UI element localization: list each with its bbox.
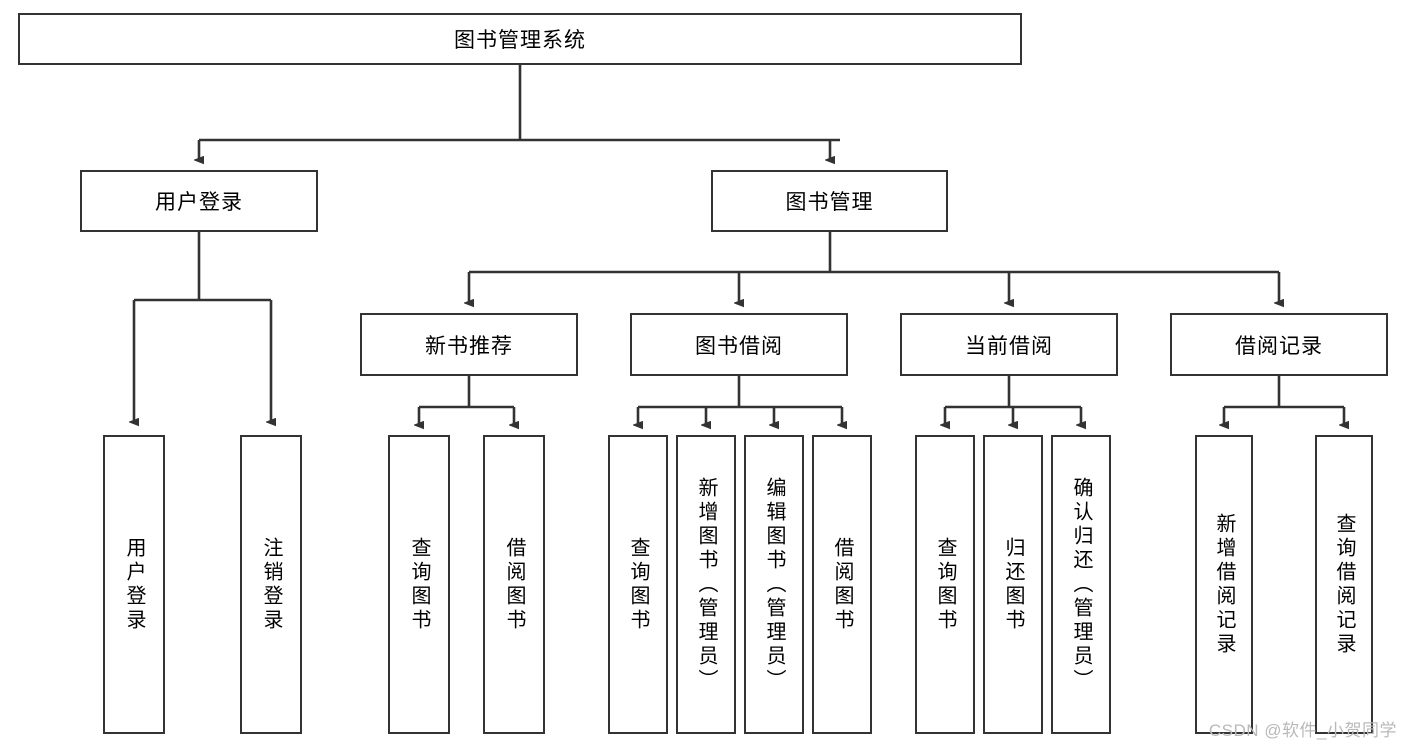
leaf-query-book-current[interactable]: 查询图书 <box>915 435 975 734</box>
leaf-add-borrow-record-label: 新增借阅记录 <box>1213 512 1235 657</box>
node-root[interactable]: 图书管理系统 <box>18 13 1022 65</box>
node-borrow-record[interactable]: 借阅记录 <box>1170 313 1388 376</box>
leaf-borrow-book-label: 借阅图书 <box>831 536 853 633</box>
leaf-edit-book-label: 编辑图书（管理员） <box>763 476 785 693</box>
leaf-add-borrow-record[interactable]: 新增借阅记录 <box>1195 435 1253 734</box>
leaf-return-book[interactable]: 归还图书 <box>983 435 1043 734</box>
node-book-manage[interactable]: 图书管理 <box>711 170 948 232</box>
leaf-confirm-return[interactable]: 确认归还（管理员） <box>1051 435 1111 734</box>
node-book-borrow-label: 图书借阅 <box>695 334 783 358</box>
node-current-borrow-label: 当前借阅 <box>965 334 1053 358</box>
leaf-edit-book[interactable]: 编辑图书（管理员） <box>744 435 804 734</box>
leaf-user-login-label: 用户登录 <box>123 536 145 633</box>
leaf-return-book-label: 归还图书 <box>1002 536 1024 633</box>
watermark: CSDN @软件_小贺同学 <box>1208 721 1397 740</box>
node-book-borrow[interactable]: 图书借阅 <box>630 313 848 376</box>
leaf-query-book-recommend[interactable]: 查询图书 <box>388 435 450 734</box>
leaf-borrow-book-recommend[interactable]: 借阅图书 <box>483 435 545 734</box>
node-new-book-recommend[interactable]: 新书推荐 <box>360 313 578 376</box>
leaf-borrow-book-recommend-label: 借阅图书 <box>503 536 525 633</box>
leaf-query-borrow-record[interactable]: 查询借阅记录 <box>1315 435 1373 734</box>
leaf-add-book-label: 新增图书（管理员） <box>695 476 717 693</box>
node-book-manage-label: 图书管理 <box>785 191 874 214</box>
leaf-add-book[interactable]: 新增图书（管理员） <box>676 435 736 734</box>
leaf-query-book-current-label: 查询图书 <box>934 536 956 633</box>
leaf-query-borrow-record-label: 查询借阅记录 <box>1333 512 1355 657</box>
node-borrow-record-label: 借阅记录 <box>1235 334 1323 358</box>
leaf-user-logout[interactable]: 注销登录 <box>240 435 302 734</box>
leaf-query-book-borrow[interactable]: 查询图书 <box>608 435 668 734</box>
node-new-book-recommend-label: 新书推荐 <box>425 334 513 358</box>
leaf-borrow-book[interactable]: 借阅图书 <box>812 435 872 734</box>
leaf-user-login[interactable]: 用户登录 <box>103 435 165 734</box>
node-user-login[interactable]: 用户登录 <box>80 170 318 232</box>
leaf-query-book-recommend-label: 查询图书 <box>408 536 430 633</box>
leaf-query-book-borrow-label: 查询图书 <box>627 536 649 633</box>
leaf-user-logout-label: 注销登录 <box>260 536 282 633</box>
node-root-label: 图书管理系统 <box>454 29 586 52</box>
node-current-borrow[interactable]: 当前借阅 <box>900 313 1118 376</box>
leaf-confirm-return-label: 确认归还（管理员） <box>1070 476 1092 693</box>
node-user-login-label: 用户登录 <box>155 191 243 214</box>
